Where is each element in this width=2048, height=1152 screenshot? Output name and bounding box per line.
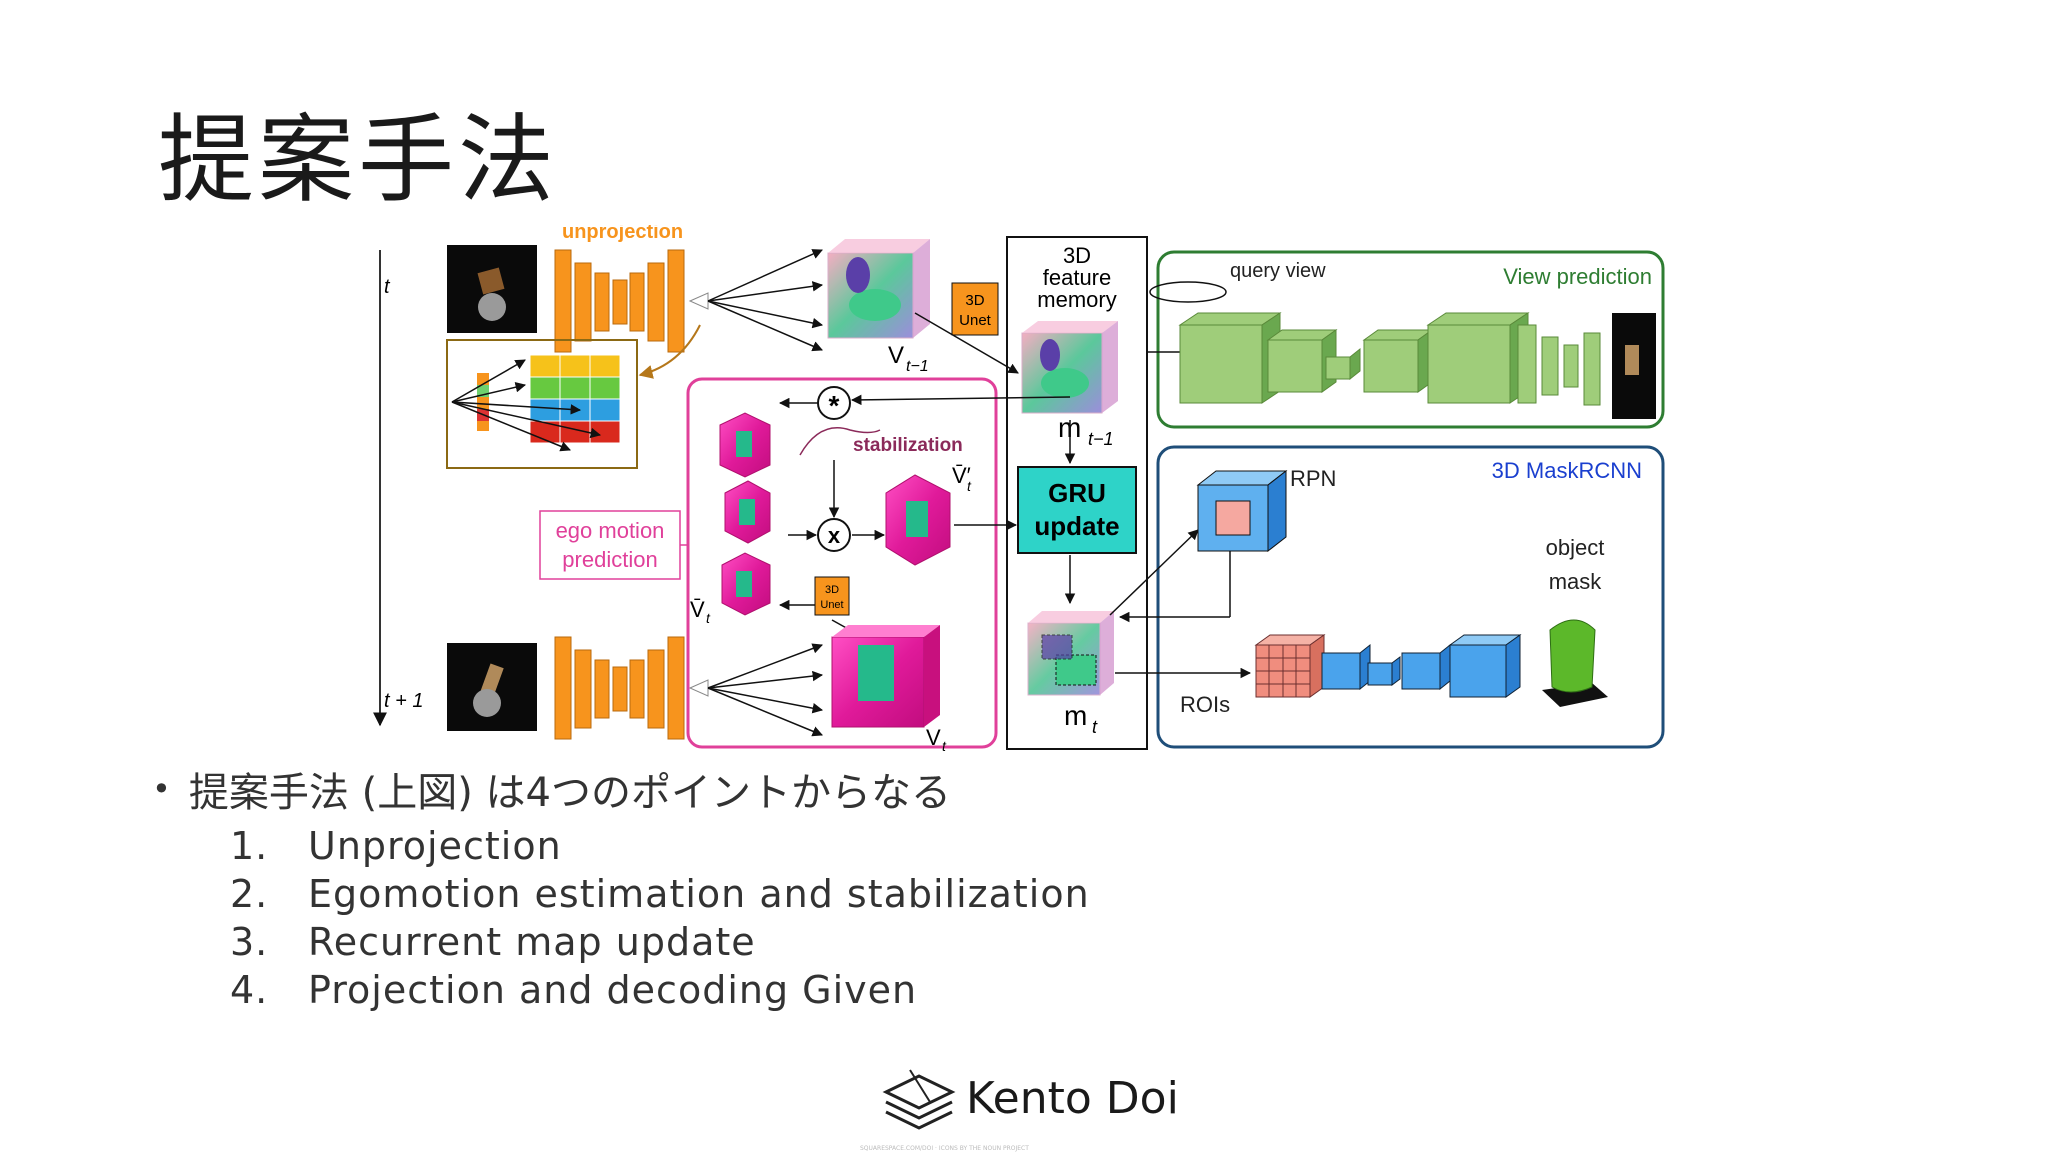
list-item: 4.Projection and decoding Given [230, 968, 918, 1012]
m-t-label: m [1064, 700, 1087, 731]
svg-text:GRU: GRU [1048, 478, 1106, 508]
v-bar-label: V̄ [690, 597, 705, 622]
m-t-sub: t [1092, 717, 1098, 737]
svg-text:t: t [967, 478, 972, 494]
unet-top: 3D Unet [951, 282, 999, 336]
v-prev-label: V [888, 342, 904, 369]
unprojection-label: unprojection [562, 225, 683, 243]
svg-text:3D MaskRCNN: 3D MaskRCNN [1492, 458, 1642, 483]
time-axis: t t + 1 [373, 250, 423, 727]
svg-text:3D: 3D [825, 584, 839, 596]
rpn-label: RPN [1290, 466, 1336, 491]
svg-text:ego motion: ego motion [556, 518, 665, 543]
svg-text:3D: 3D [965, 292, 984, 309]
gru-update-block [1017, 466, 1137, 554]
v-prev-sub: t−1 [906, 358, 929, 375]
stabilized-volume [885, 474, 951, 566]
volume-v-t [831, 625, 940, 728]
svg-text:View prediction: View prediction [1503, 264, 1652, 289]
rotated-volume-3 [721, 552, 771, 616]
rois-label: ROIs [1180, 692, 1230, 717]
svg-text:t: t [942, 738, 947, 754]
svg-text:3D: 3D [1063, 243, 1091, 268]
input-image-t [447, 245, 537, 333]
input-image-t1 [447, 643, 537, 731]
svg-text:update: update [1034, 511, 1119, 541]
view-prediction-box: View prediction query view [1148, 250, 1665, 429]
author-logo: Kento Doi [880, 1062, 1179, 1134]
svg-text:mask: mask [1549, 569, 1603, 594]
svg-text:*: * [829, 390, 840, 421]
v-t-label: V [926, 725, 941, 750]
v-bar-prime-label: V̄′ [952, 463, 971, 488]
feature-memory-column: 3D feature memory m t−1 GRU update m t [1006, 236, 1148, 750]
maskrcnn-box: 3D MaskRCNN RPN ROIs object mask [1109, 445, 1665, 749]
query-view-label: query view [1230, 260, 1326, 282]
rotated-volume-2 [724, 480, 771, 544]
unprojection-grid [446, 339, 638, 469]
t1-label: t + 1 [384, 690, 423, 712]
encoder-t1 [554, 636, 685, 740]
svg-text:prediction: prediction [562, 547, 657, 572]
rotated-volume-1 [719, 412, 771, 478]
svg-text:x: x [828, 523, 841, 548]
logo-icon [882, 1069, 956, 1130]
point-list: 1.Unprojection 2.Egomotion estimation an… [152, 822, 1090, 1014]
svg-text:feature: feature [1043, 265, 1112, 290]
bullet-section: • 提案手法 (上図) は4つのポイントからなる 1.Unprojection … [152, 760, 1090, 1014]
slide-title: 提案手法 [158, 104, 558, 216]
list-item: 2.Egomotion estimation and stabilization [230, 872, 1090, 916]
bullet-main: • 提案手法 (上図) は4つのポイントからなる [152, 760, 1090, 818]
footer-note: SQUARESPACE.COM/DOI · ICONS BY THE NOUN … [860, 1145, 1029, 1152]
volume-v-prev [827, 239, 930, 339]
stabilization-label: stabilization [853, 435, 963, 456]
author-name: Kento Doi [966, 1072, 1179, 1124]
svg-text:t: t [706, 610, 711, 626]
list-item: 3.Recurrent map update [230, 920, 756, 964]
bullet-text: 提案手法 (上図) は4つのポイントからなる [188, 770, 951, 816]
architecture-diagram: t t + 1 unprojection [373, 225, 1665, 754]
encoder-t [554, 249, 685, 353]
list-item: 1.Unprojection [230, 824, 562, 868]
m-prev-sub: t−1 [1088, 429, 1114, 449]
object-mask-render [1542, 619, 1608, 707]
svg-text:object: object [1546, 535, 1605, 560]
svg-text:Unet: Unet [959, 312, 992, 329]
svg-text:Unet: Unet [820, 599, 843, 611]
bullet-dot: • [152, 770, 171, 808]
t-label: t [384, 276, 391, 298]
svg-text:memory: memory [1037, 287, 1116, 312]
ego-motion-box: ego motion prediction * stabilization x [539, 377, 1071, 754]
